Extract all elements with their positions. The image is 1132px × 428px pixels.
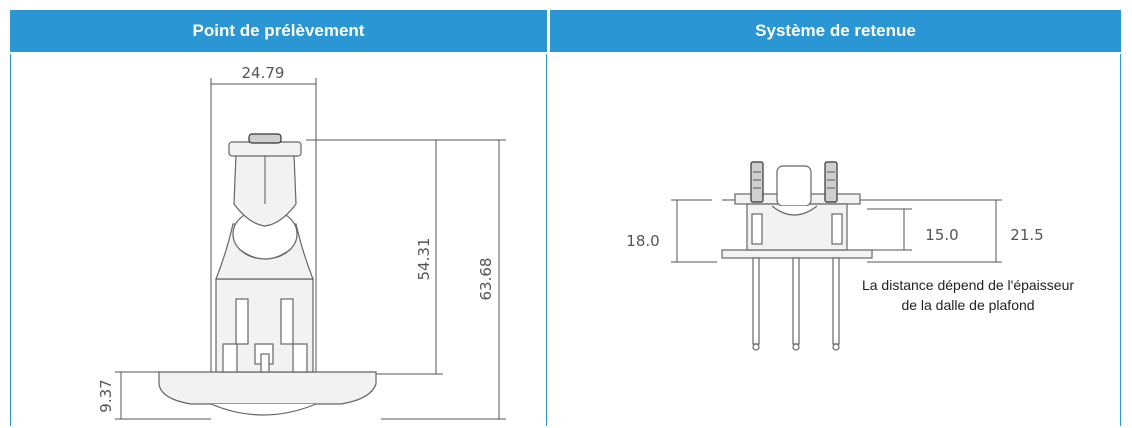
sampling-point-device	[158, 133, 377, 416]
dim-base: 9.37	[97, 379, 115, 412]
panel-retention-system: 18.0 15.0 21.5	[547, 54, 1121, 426]
dim-right: 21.5	[1010, 226, 1043, 244]
panel-sampling-point: 24.79 54.31 63.68 9.37	[10, 54, 547, 426]
note-line-2: de la dalle de plafond	[901, 297, 1034, 313]
dim-height-inner: 54.31	[415, 238, 433, 281]
header-retention-system: Système de retenue	[550, 10, 1121, 52]
spec-table: Point de prélèvement Système de retenue …	[10, 10, 1121, 426]
header-sampling-point: Point de prélèvement	[10, 10, 547, 52]
dim-left: 18.0	[626, 232, 659, 250]
note-line-1: La distance dépend de l'épaisseur	[862, 277, 1074, 293]
retention-system-drawing: 18.0 15.0 21.5	[626, 161, 1074, 351]
dim-width: 24.79	[242, 64, 285, 82]
dim-middle: 15.0	[925, 226, 958, 244]
sampling-point-drawing: 24.79 54.31 63.68 9.37	[97, 64, 506, 420]
retention-device	[721, 161, 873, 351]
dim-height-total: 63.68	[477, 258, 495, 301]
